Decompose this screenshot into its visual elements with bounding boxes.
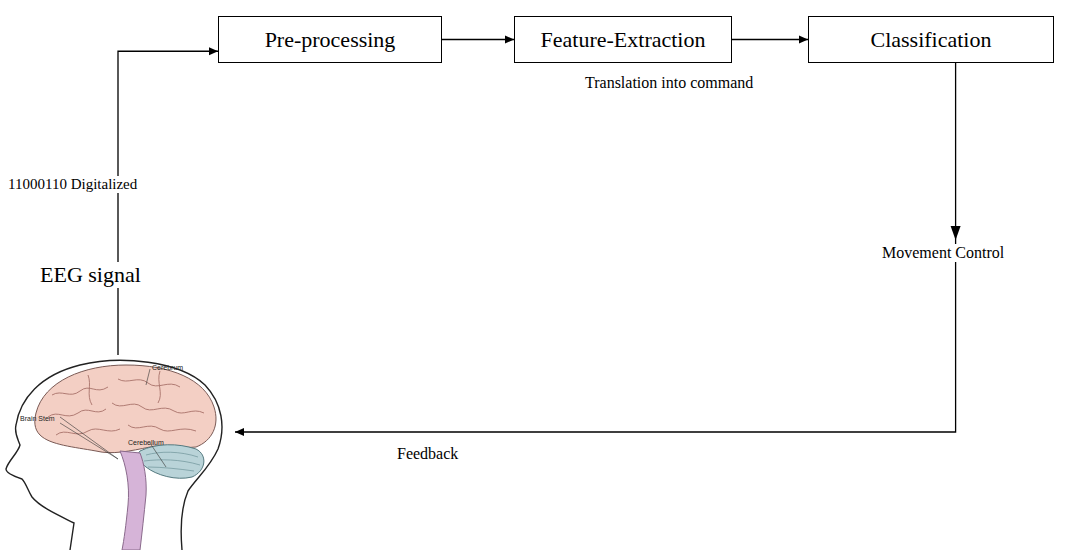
flow-label: EEG signal: [38, 262, 143, 288]
flow-label: Translation into command: [583, 74, 755, 92]
box-label: Pre-processing: [257, 27, 404, 53]
flow-arrow: [442, 39, 514, 40]
head-illustration: [0, 355, 235, 550]
box-label: Classification: [863, 27, 1000, 53]
anatomy-label: Cerebellum: [128, 439, 164, 446]
process-box: Classification: [808, 16, 1054, 63]
brain-head: CerebrumBrain StemCerebellum: [0, 355, 235, 550]
anatomy-label: Cerebrum: [152, 364, 183, 371]
process-box: Feature-Extraction: [514, 16, 732, 63]
flow-arrow: [732, 39, 808, 40]
process-box: Pre-processing: [218, 16, 442, 63]
flow-arrow: [118, 51, 218, 355]
box-label: Feature-Extraction: [533, 27, 714, 53]
flow-arrow: [235, 63, 956, 432]
flow-label: Feedback: [395, 445, 460, 463]
flow-label: 11000110 Digitalized: [6, 176, 139, 193]
anatomy-label: Brain Stem: [20, 415, 55, 422]
flow-label: Movement Control: [880, 244, 1006, 262]
